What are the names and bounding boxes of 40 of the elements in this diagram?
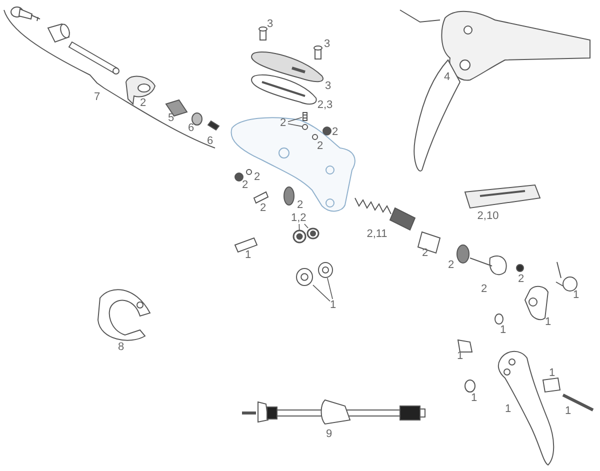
callout-number: 2 (296, 199, 304, 211)
callout-number: 2,11 (366, 228, 388, 240)
callout-number: 2 (316, 140, 324, 152)
callout-number: 2 (280, 117, 288, 129)
callout-number: 6 (206, 135, 214, 147)
callout-number: 2 (518, 273, 524, 285)
callout-number: 2,3 (317, 99, 333, 111)
callout-number: 2 (242, 179, 248, 191)
callout-number: 2 (332, 126, 338, 138)
callout-number: 1 (456, 350, 464, 362)
callout-number: 1 (504, 403, 512, 415)
callout-number: 5 (168, 112, 174, 124)
callout-number: 8 (118, 341, 124, 353)
leader-line (288, 123, 302, 127)
callout-number: 1 (572, 289, 580, 301)
callout-number: 3 (266, 18, 274, 30)
callout-number: 1 (500, 324, 506, 336)
leader-line (304, 224, 308, 228)
callout-number: 2,10 (477, 210, 499, 222)
callout-number: 4 (444, 71, 450, 83)
callout-number: 2 (260, 202, 266, 214)
callout-number: 2 (254, 171, 260, 183)
callout-number: 2 (140, 97, 146, 109)
callout-number: 2 (448, 259, 454, 271)
callout-number: 1 (330, 299, 338, 311)
callout-number: 9 (326, 428, 332, 440)
callout-number: 6 (188, 122, 194, 134)
callout-number: 1 (244, 249, 252, 261)
leader-line (312, 284, 330, 302)
callout-number: 1 (470, 392, 478, 404)
callout-number: 1,2 (291, 212, 307, 224)
callout-number: 7 (94, 91, 100, 103)
leader-line (298, 224, 300, 230)
callout-number: 2 (480, 283, 488, 295)
callout-number: 3 (324, 38, 330, 50)
callout-number: 1 (548, 367, 556, 379)
callout-number: 1 (544, 316, 552, 328)
callout-number: 3 (324, 80, 332, 92)
leader-line (327, 278, 333, 300)
leader-line (288, 117, 302, 122)
